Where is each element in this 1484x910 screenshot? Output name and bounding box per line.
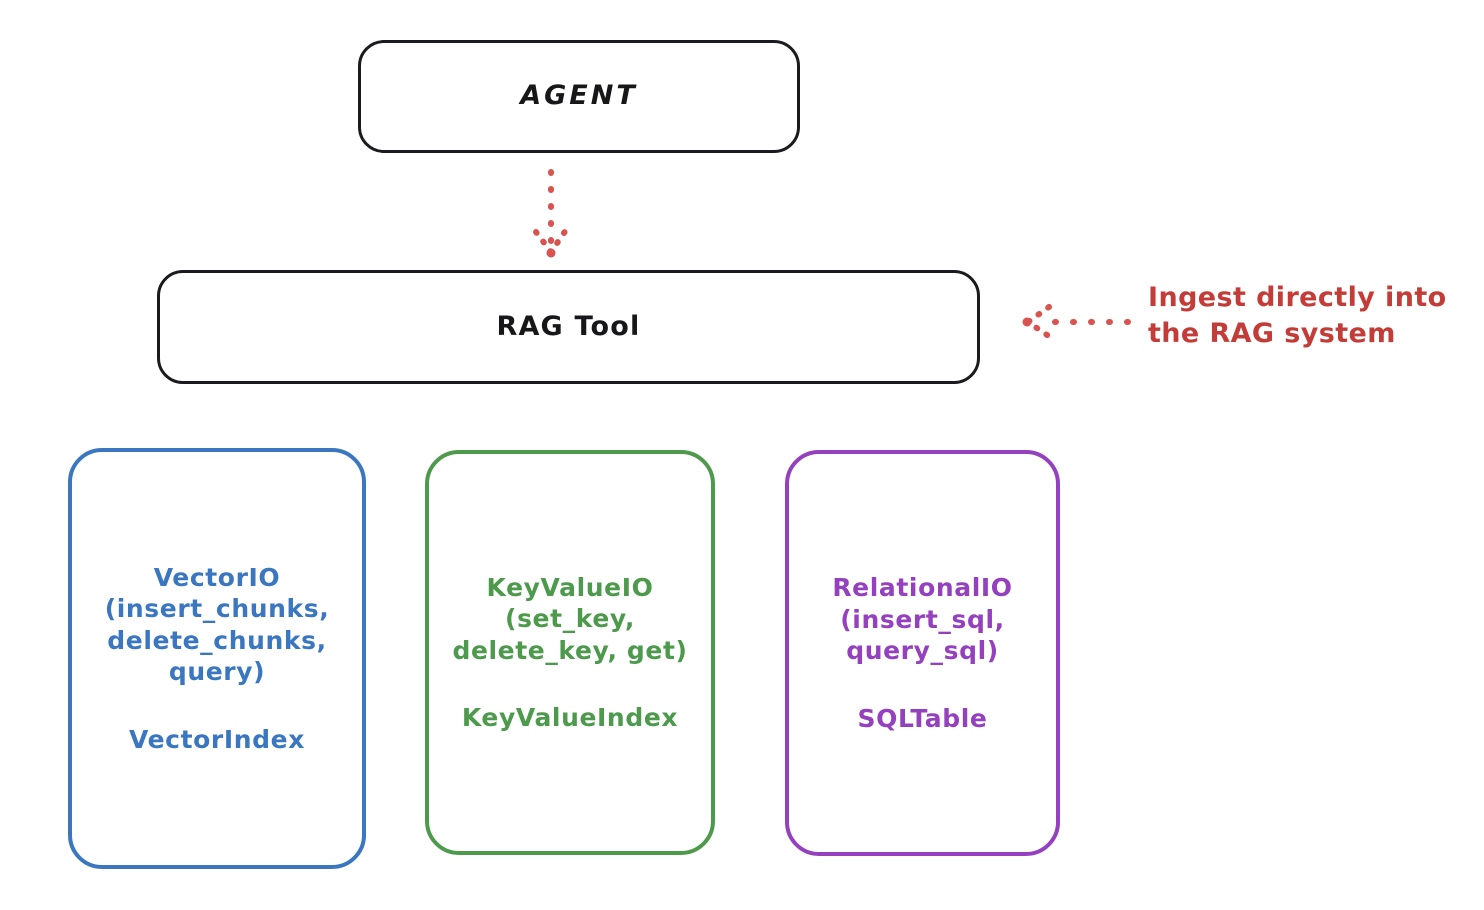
node-agent[interactable]: AGENT	[358, 40, 800, 153]
node-relational-io[interactable]: RelationalIO (insert_sql, query_sql) SQL…	[785, 450, 1060, 856]
node-vector-io-label: VectorIO (insert_chunks, delete_chunks, …	[104, 562, 330, 687]
node-key-value-io[interactable]: KeyValueIO (set_key, delete_key, get) Ke…	[425, 450, 715, 855]
annotation-ingest-directly: Ingest directly into the RAG system	[1148, 282, 1447, 350]
node-relational-io-label: RelationalIO (insert_sql, query_sql)	[832, 573, 1013, 665]
connector-annotation-to-rag-tool	[1022, 304, 1131, 340]
connector-agent-to-rag-tool	[533, 169, 569, 258]
node-key-value-io-index-label: KeyValueIndex	[461, 703, 679, 732]
node-rag-tool[interactable]: RAG Tool	[157, 270, 980, 384]
node-key-value-io-label: KeyValueIO (set_key, delete_key, get)	[452, 572, 688, 665]
node-agent-label: AGENT	[520, 80, 638, 112]
node-relational-io-table-label: SQLTable	[857, 703, 988, 733]
node-rag-tool-label: RAG Tool	[496, 310, 641, 342]
node-vector-io[interactable]: VectorIO (insert_chunks, delete_chunks, …	[68, 448, 366, 869]
node-vector-io-index-label: VectorIndex	[129, 724, 305, 754]
